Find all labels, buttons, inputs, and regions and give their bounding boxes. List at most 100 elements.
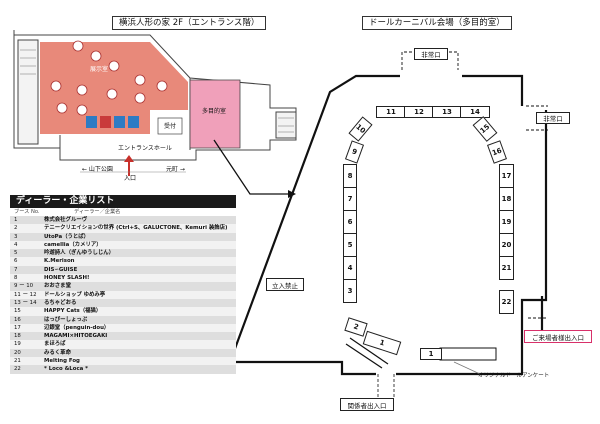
header-dealer-name: ディーラー／企業名 xyxy=(74,209,121,215)
dealer-booth-no: 15 xyxy=(14,308,21,315)
dealer-booth-no: 18 xyxy=(14,333,21,340)
booth-3[interactable]: 3 xyxy=(343,279,357,303)
staff-door xyxy=(377,374,395,398)
dealer-row: 22 * Loco &Loca * xyxy=(10,365,236,374)
booth-14[interactable]: 14 xyxy=(460,106,490,118)
dealer-name: みるく革命 xyxy=(44,349,71,356)
booth-11[interactable]: 11 xyxy=(376,106,406,118)
dealer-name: K.Merison xyxy=(44,258,75,265)
dealer-row: 6 K.Merison xyxy=(10,257,236,266)
dealer-name: るちゃどおる xyxy=(44,299,77,306)
dealer-name: camellia（カメリア） xyxy=(44,241,102,248)
emergency-exit-right[interactable]: 非常口 xyxy=(536,112,570,124)
doll-pins xyxy=(50,40,168,116)
dealer-name: ドールショップ ゆめみ亭 xyxy=(44,291,106,298)
dealer-name: 辺銀堂（penguin-dou） xyxy=(44,324,110,331)
dealer-row: 3 UtoPa（うとぱ） xyxy=(10,232,236,241)
label-entrance-hall: エントランスホール xyxy=(118,145,172,152)
dealer-booth-no: 5 xyxy=(14,250,18,257)
dealer-booth-no: 13 ー 14 xyxy=(14,299,37,306)
dealer-row: 5 吟遊詩人（ぎんゆうしじん） xyxy=(10,249,236,258)
dealer-booth-no: 6 xyxy=(14,258,18,265)
dealer-booth-no: 9 ー 10 xyxy=(14,283,34,290)
booth-13[interactable]: 13 xyxy=(432,106,462,118)
dealer-booth-no: 4 xyxy=(14,241,18,248)
dealer-booth-no: 19 xyxy=(14,341,21,348)
booth-21[interactable]: 21 xyxy=(499,256,514,280)
dealer-row: 18 MAGAMI×HITOEGAKI xyxy=(10,332,236,341)
dealer-row: 7 DIS∽GUISE xyxy=(10,265,236,275)
reception-counter xyxy=(157,117,183,135)
dealer-name: * Loco &Loca * xyxy=(44,366,88,373)
dealer-row: 13 ー 14 るちゃどおる xyxy=(10,298,236,308)
label-motomachi: 元町 → xyxy=(166,166,185,173)
dealer-booth-no: 16 xyxy=(14,316,21,323)
dealer-booth-no: 17 xyxy=(14,324,21,331)
dealer-row: 2 テニークリエイションの世界 (Ctrl+S、GALUCTONE、Kemuri … xyxy=(10,224,236,233)
stair-marks xyxy=(20,49,294,133)
dealer-name: テニークリエイションの世界 (Ctrl+S、GALUCTONE、Kemuri 装… xyxy=(44,225,228,232)
dealer-booth-no: 20 xyxy=(14,349,21,356)
dealer-name: UtoPa（うとぱ） xyxy=(44,233,90,240)
dealer-row: 19 まほろば xyxy=(10,340,236,349)
label-multipurpose-room: 多目的室 xyxy=(202,108,227,115)
dealer-booth-no: 11 ー 12 xyxy=(14,291,37,298)
booth-5[interactable]: 5 xyxy=(343,233,357,257)
survey-table xyxy=(439,347,497,361)
booth-18[interactable]: 18 xyxy=(499,187,514,211)
multipurpose-room[interactable] xyxy=(189,79,241,149)
dealer-row: 21 Melting Fog xyxy=(10,357,236,366)
label-yamashita-park: ← 山下公園 xyxy=(82,166,113,173)
hall-title: ドールカーニバル会場（多目的室） xyxy=(362,16,512,30)
booth-8[interactable]: 8 xyxy=(343,164,357,188)
survey-label: オリジナルドールアンケート xyxy=(478,373,550,379)
dealer-name: はっぴーしょっぷ xyxy=(44,316,88,323)
dealer-name: DIS∽GUISE xyxy=(44,266,78,273)
dealer-row: 11 ー 12 ドールショップ ゆめみ亭 xyxy=(10,290,236,299)
restroom-icons xyxy=(86,116,139,128)
dealer-name: まほろば xyxy=(44,341,66,348)
booth-1-survey[interactable]: 1 xyxy=(420,348,442,360)
dealer-row: 4 camellia（カメリア） xyxy=(10,240,236,250)
building-floor-title: 横浜人形の家 2F（エントランス階） xyxy=(112,16,267,30)
dealer-row: 16 はっぴーしょっぷ xyxy=(10,315,236,324)
dealer-list-header: ブース No. ディーラー／企業名 xyxy=(10,208,236,216)
booth-12[interactable]: 12 xyxy=(404,106,434,118)
emergency-exit-top[interactable]: 非常口 xyxy=(414,48,448,60)
dealer-booth-no: 1 xyxy=(14,217,18,223)
label-exhibit-room: 展示室 xyxy=(90,66,109,73)
booth-7[interactable]: 7 xyxy=(343,187,357,211)
dealer-name: HONEY SLASH! xyxy=(44,275,90,282)
booth-6[interactable]: 6 xyxy=(343,210,357,234)
dealer-name: Melting Fog xyxy=(44,358,80,365)
dealer-row: 1 株式会社グルーヴ xyxy=(10,216,236,225)
booth-22[interactable]: 22 xyxy=(499,290,514,314)
dealer-name: MAGAMI×HITOEGAKI xyxy=(44,333,108,340)
visitor-entrance[interactable]: ご来場者様出入口 xyxy=(524,330,592,343)
dealer-name: 株式会社グルーヴ xyxy=(44,217,88,223)
staff-door-arrow xyxy=(345,337,389,369)
dealer-row: 20 みるく革命 xyxy=(10,348,236,358)
dealer-name: 吟遊詩人（ぎんゆうしじん） xyxy=(44,250,115,257)
booth-4[interactable]: 4 xyxy=(343,256,357,280)
dealer-booth-no: 21 xyxy=(14,358,21,365)
label-entrance: 入口 xyxy=(124,175,137,182)
dealer-list-title: ディーラー・企業リスト xyxy=(10,195,236,208)
dealer-booth-no: 22 xyxy=(14,366,21,373)
emergency-exit-marks xyxy=(401,51,548,319)
connector-arrow xyxy=(213,139,294,195)
dealer-booth-no: 2 xyxy=(14,225,18,232)
dealer-booth-no: 7 xyxy=(14,266,18,273)
booth-19[interactable]: 19 xyxy=(499,210,514,234)
dealer-booth-no: 3 xyxy=(14,233,18,240)
header-booth-no: ブース No. xyxy=(14,209,40,215)
booth-17[interactable]: 17 xyxy=(499,164,514,188)
booth-20[interactable]: 20 xyxy=(499,233,514,257)
survey-leader xyxy=(453,361,481,375)
dealer-row: 17 辺銀堂（penguin-dou） xyxy=(10,323,236,333)
label-reception: 受付 xyxy=(164,123,177,130)
staff-entrance[interactable]: 関係者出入口 xyxy=(340,398,394,411)
